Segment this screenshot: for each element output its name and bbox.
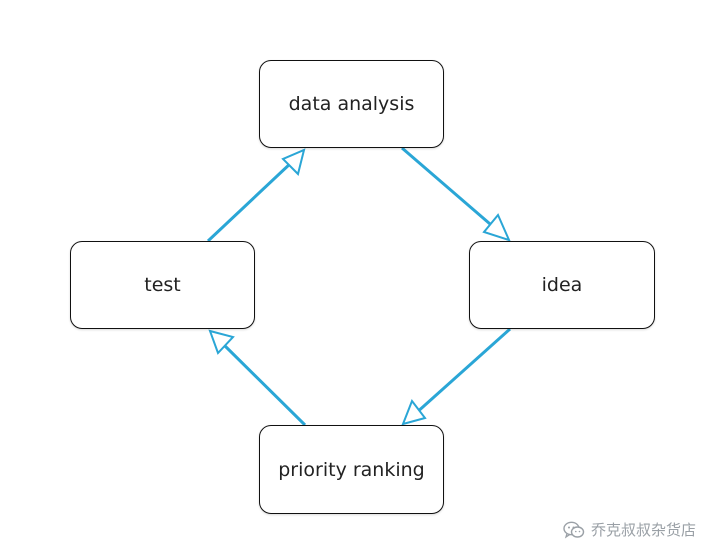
node-data-analysis: data analysis (259, 60, 444, 148)
node-label: data analysis (288, 93, 415, 115)
node-test: test (70, 241, 255, 329)
arrow-priority-ranking-to-test (208, 329, 307, 427)
arrow-data-analysis-to-idea (401, 146, 511, 242)
arrow-test-to-data-analysis (206, 148, 306, 243)
watermark-text: 乔克叔叔杂货店 (590, 521, 696, 539)
wechat-icon (563, 521, 585, 539)
node-label: idea (541, 274, 583, 296)
arrow-idea-to-priority-ranking (401, 327, 512, 426)
node-label: priority ranking (278, 458, 425, 481)
node-priority-ranking: priority ranking (259, 425, 444, 514)
watermark: 乔克叔叔杂货店 (563, 519, 696, 540)
node-idea: idea (469, 241, 655, 329)
node-label: test (144, 274, 181, 296)
